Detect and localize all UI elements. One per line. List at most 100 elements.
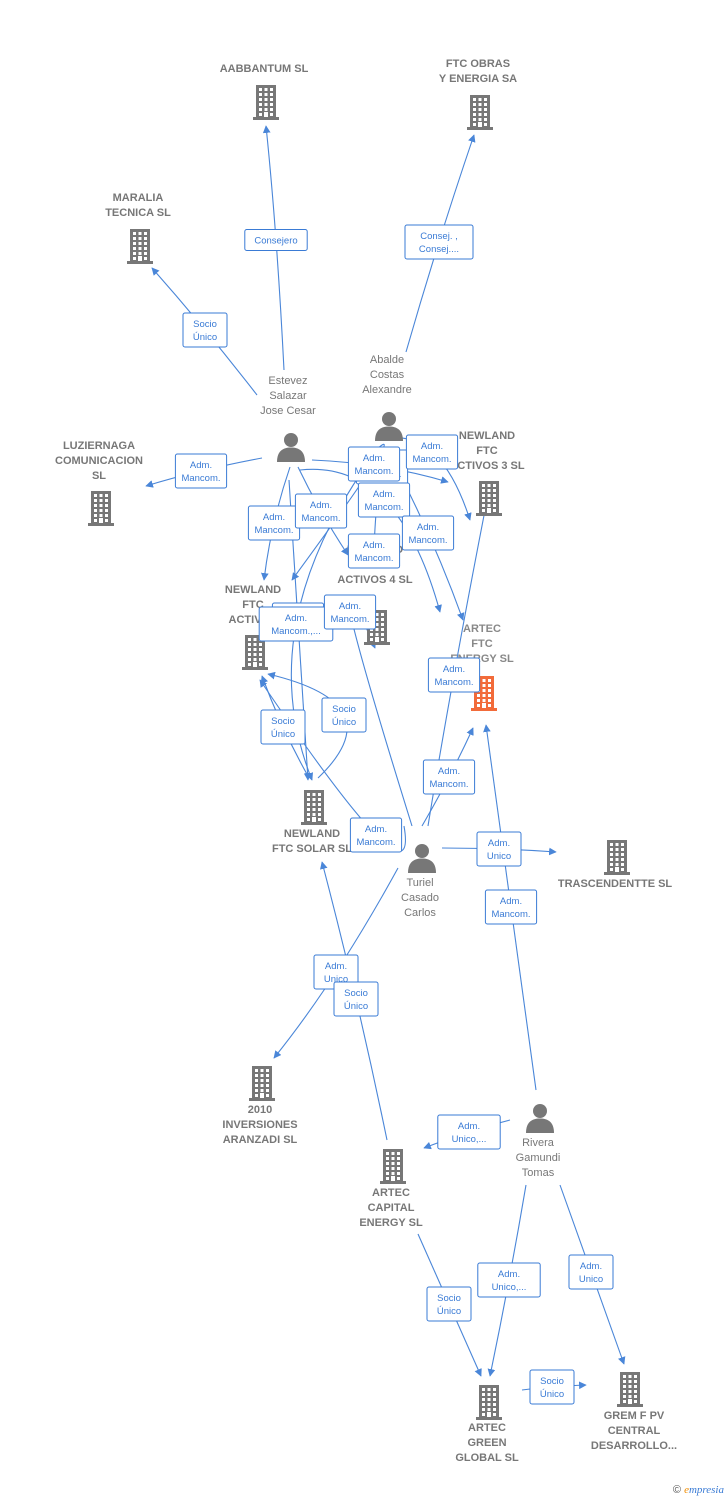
edge-label-box — [347, 533, 401, 569]
edge-label-text: Adm. — [365, 824, 387, 835]
edge-label-box — [568, 1254, 614, 1290]
edge-role-label[interactable]: Adm. Mancom. — [349, 817, 403, 853]
edge-label-text: Mancom. — [408, 535, 447, 546]
node-label: Rivera — [522, 1137, 555, 1149]
building-icon — [88, 491, 114, 526]
edge-label-text: Único — [437, 1306, 461, 1317]
edge-role-label[interactable]: Adm. Mancom. — [347, 533, 401, 569]
node-label: FTC SOLAR SL — [272, 843, 352, 855]
edge-role-label[interactable]: Adm.Mancom. — [247, 505, 301, 541]
brand-logo[interactable]: empresia — [684, 1484, 724, 1496]
edge-role-label[interactable]: Adm.Mancom. — [347, 446, 401, 482]
node-nfsolar[interactable]: NEWLAND FTC SOLAR SL — [272, 790, 352, 855]
edge-role-label[interactable]: Consejero — [244, 229, 308, 251]
edge-label-text: Socio — [193, 319, 217, 330]
edge-label-text: Único — [540, 1389, 564, 1400]
edge-label-text: Único — [344, 1001, 368, 1012]
edge-label-text: Socio — [271, 716, 295, 727]
edge-label-text: Mancom. — [356, 837, 395, 848]
node-label: Y ENERGIA SA — [439, 73, 517, 85]
edge-label-text: Mancom. — [254, 525, 293, 536]
edge-role-label[interactable]: Adm.Mancom. — [427, 657, 481, 693]
edge-label-text: Adm. — [421, 441, 443, 452]
person-icon — [526, 1104, 554, 1133]
brand-logo-text: mpresia — [688, 1484, 724, 1496]
edge-label-text: Consej. , — [420, 231, 458, 242]
node-label: INVERSIONES — [222, 1119, 297, 1131]
edge-label-text: Adm. — [363, 453, 385, 464]
edge-role-label[interactable]: Adm.Mancom. — [401, 515, 455, 551]
building-icon — [380, 1149, 406, 1184]
edge-label-box — [357, 482, 411, 518]
edge-label-box — [484, 889, 538, 925]
node-label: AABBANTUM SL — [220, 63, 309, 75]
edge-label-text: Socio — [540, 1376, 564, 1387]
edge-label-text: Adm. — [580, 1261, 602, 1272]
edge-role-label[interactable]: Adm.Unico,... — [477, 1262, 541, 1298]
building-icon — [301, 790, 327, 825]
node-label: Salazar — [269, 390, 307, 402]
building-icon — [242, 635, 268, 670]
footer-credit: © empresia — [673, 1484, 724, 1496]
edge-label-box — [182, 312, 228, 348]
node-label: Turiel — [406, 877, 433, 889]
node-aabbantum[interactable]: AABBANTUM SL — [220, 63, 309, 120]
edge-role-label[interactable]: Adm.Unico,... — [437, 1114, 501, 1150]
node-label: Casado — [401, 892, 439, 904]
node-gremf[interactable]: GREM F PVCENTRALDESARROLLO... — [591, 1372, 677, 1452]
building-icon — [476, 481, 502, 516]
edge-label-text: Adm. — [285, 613, 307, 624]
edge-role-label[interactable]: Adm.Mancom. — [484, 889, 538, 925]
edge-label-text: Mancom. — [434, 677, 473, 688]
node-label: NEWLAND — [225, 584, 281, 596]
edge-role-label[interactable]: Adm.Unico — [568, 1254, 614, 1290]
edge-label-text: Adm. — [500, 896, 522, 907]
edge-label-text: Consejero — [254, 236, 297, 247]
edge-label-box — [323, 594, 377, 630]
edge-label-text: Adm. — [310, 500, 332, 511]
node-label: COMUNICACION — [55, 455, 143, 467]
edge-label-text: Adm. — [339, 601, 361, 612]
node-label: SL — [92, 470, 106, 482]
edge-role-label[interactable]: Adm.Unico — [476, 831, 522, 867]
edge-label-text: Mancom. — [354, 553, 393, 564]
edge-label-text: Adm. — [363, 540, 385, 551]
node-label: Alexandre — [362, 384, 412, 396]
node-label: GREEN — [467, 1437, 506, 1449]
edge-role-label[interactable]: Adm.Mancom. — [294, 493, 348, 529]
edge-role-label[interactable]: Adm.Mancom.,... — [258, 606, 334, 642]
edge-role-label[interactable]: Adm.Mancom. — [405, 434, 459, 470]
edge-role-label[interactable]: Adm.Mancom. — [357, 482, 411, 518]
edge-role-label[interactable]: Adm.Mancom. — [323, 594, 377, 630]
person-icon — [408, 844, 436, 873]
edge-role-label[interactable]: Consej. ,Consej.... — [404, 224, 474, 260]
edge-label-text: Unico,... — [492, 1282, 527, 1293]
building-icon — [467, 95, 493, 130]
node-label: NEWLAND — [284, 828, 340, 840]
node-label: FTC — [476, 445, 497, 457]
edge-role-label[interactable]: Adm.Mancom. — [422, 759, 476, 795]
node-trascendentte[interactable]: TRASCENDENTTE SL — [558, 840, 673, 890]
edge-role-label[interactable]: Adm.Mancom. — [174, 453, 228, 489]
brand-logo-initial: e — [684, 1484, 689, 1496]
